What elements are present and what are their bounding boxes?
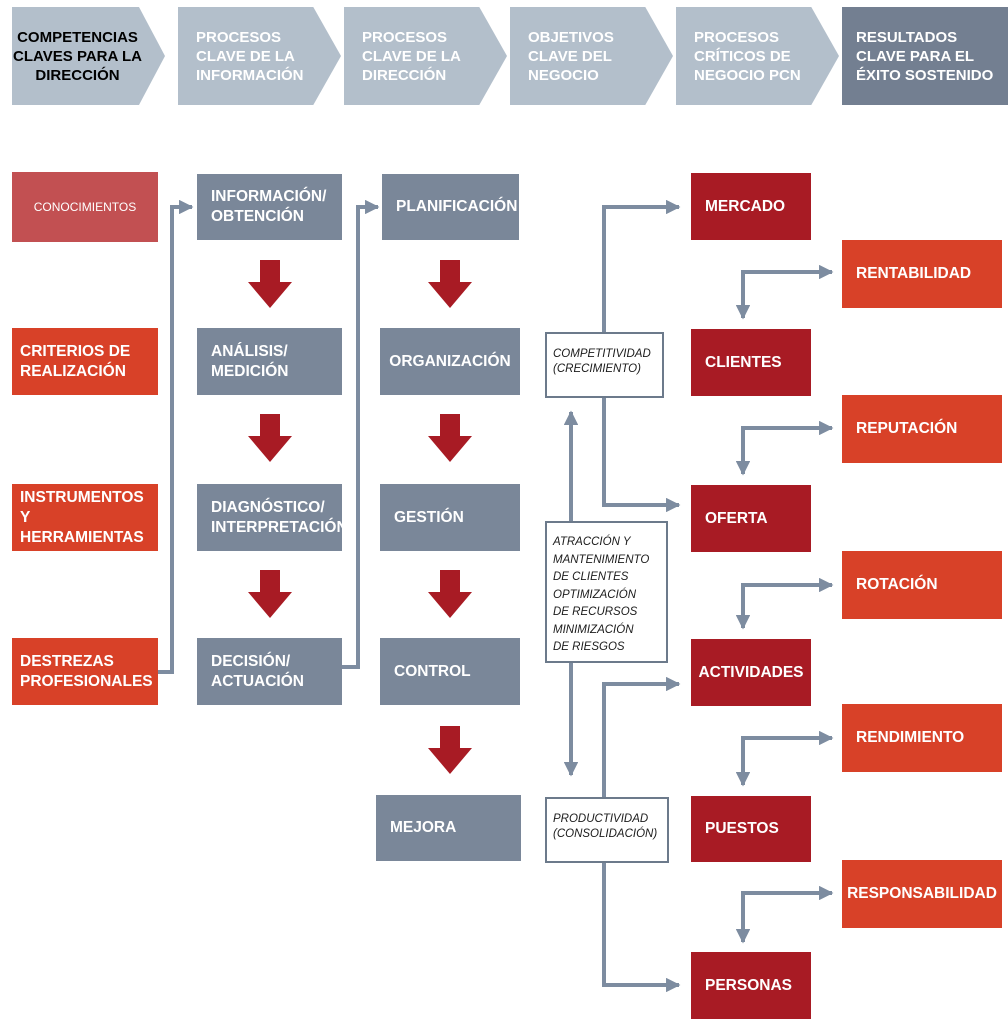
box-personas: PERSONAS xyxy=(691,952,811,1019)
box-oferta: OFERTA xyxy=(691,485,811,552)
red-down-arrow-icon xyxy=(428,260,472,308)
connector-rotacion-actividades xyxy=(735,577,834,630)
box-puestos: PUESTOS xyxy=(691,796,811,862)
box-reputacion: REPUTACIÓN xyxy=(842,395,1002,463)
connector-competitividad-oferta xyxy=(602,398,681,513)
box-gestion: GESTIÓN xyxy=(380,484,520,551)
header-procesos-informacion: PROCESOS CLAVE DE LA INFORMACIÓN xyxy=(178,7,341,105)
box-diagnostico: DIAGNÓSTICO/ INTERPRETACIÓN xyxy=(197,484,348,551)
box-rendimiento: RENDIMIENTO xyxy=(842,704,1002,772)
box-actividades: ACTIVIDADES xyxy=(691,639,811,706)
box-planificacion: PLANIFICACIÓN xyxy=(382,174,519,240)
connector-competencias-informacion xyxy=(158,199,194,674)
connector-responsabilidad-personas xyxy=(735,885,834,944)
header-objetivos: OBJETIVOS CLAVE DEL NEGOCIO xyxy=(510,7,673,105)
box-conocimientos: CONOCIMIENTOS xyxy=(12,172,158,242)
header-procesos-direccion: PROCESOS CLAVE DE LA DIRECCIÓN xyxy=(344,7,507,105)
connector-informacion-direccion xyxy=(342,199,380,669)
box-organizacion: ORGANIZACIÓN xyxy=(380,328,520,395)
connector-productividad-personas xyxy=(602,863,681,993)
box-mejora: MEJORA xyxy=(376,795,521,861)
header-competencias: COMPETENCIAS CLAVES PARA LA DIRECCIÓN xyxy=(12,7,165,105)
box-criterios: CRITERIOS DE REALIZACIÓN xyxy=(12,328,158,395)
red-down-arrow-icon xyxy=(248,260,292,308)
red-down-arrow-icon xyxy=(248,414,292,462)
box-clientes: CLIENTES xyxy=(691,329,811,396)
label-competitividad: COMPETITIVIDAD (CRECIMIENTO) xyxy=(545,332,664,398)
header-resultados: RESULTADOS CLAVE PARA EL ÉXITO SOSTENIDO xyxy=(842,7,1008,105)
red-down-arrow-icon xyxy=(428,414,472,462)
connector-reputacion-oferta xyxy=(735,420,834,476)
box-rentabilidad: RENTABILIDAD xyxy=(842,240,1002,308)
connector-productividad-actividades xyxy=(602,676,681,797)
box-instrumentos: INSTRUMENTOS Y HERRAMIENTAS xyxy=(12,484,158,551)
label-atraccion: ATRACCIÓN Y MANTENIMIENTO DE CLIENTES OP… xyxy=(545,521,668,663)
connector-competitividad-mercado xyxy=(602,199,681,332)
red-down-arrow-icon xyxy=(428,726,472,774)
box-informacion-obtencion: INFORMACIÓN/ OBTENCIÓN xyxy=(197,174,342,240)
box-control: CONTROL xyxy=(380,638,520,705)
label-productividad: PRODUCTIVIDAD (CONSOLIDACIÓN) xyxy=(545,797,669,863)
box-rotacion: ROTACIÓN xyxy=(842,551,1002,619)
box-mercado: MERCADO xyxy=(691,173,811,240)
header-procesos-criticos: PROCESOS CRÍTICOS DE NEGOCIO PCN xyxy=(676,7,839,105)
connector-rentabilidad-clientes xyxy=(735,264,834,320)
connector-rendimiento-puestos xyxy=(735,730,834,787)
box-analisis: ANÁLISIS/ MEDICIÓN xyxy=(197,328,342,395)
box-decision: DECISIÓN/ ACTUACIÓN xyxy=(197,638,342,705)
red-down-arrow-icon xyxy=(428,570,472,618)
red-down-arrow-icon xyxy=(248,570,292,618)
box-responsabilidad: RESPONSABILIDAD xyxy=(842,860,1002,928)
box-destrezas: DESTREZAS PROFESIONALES xyxy=(12,638,158,705)
